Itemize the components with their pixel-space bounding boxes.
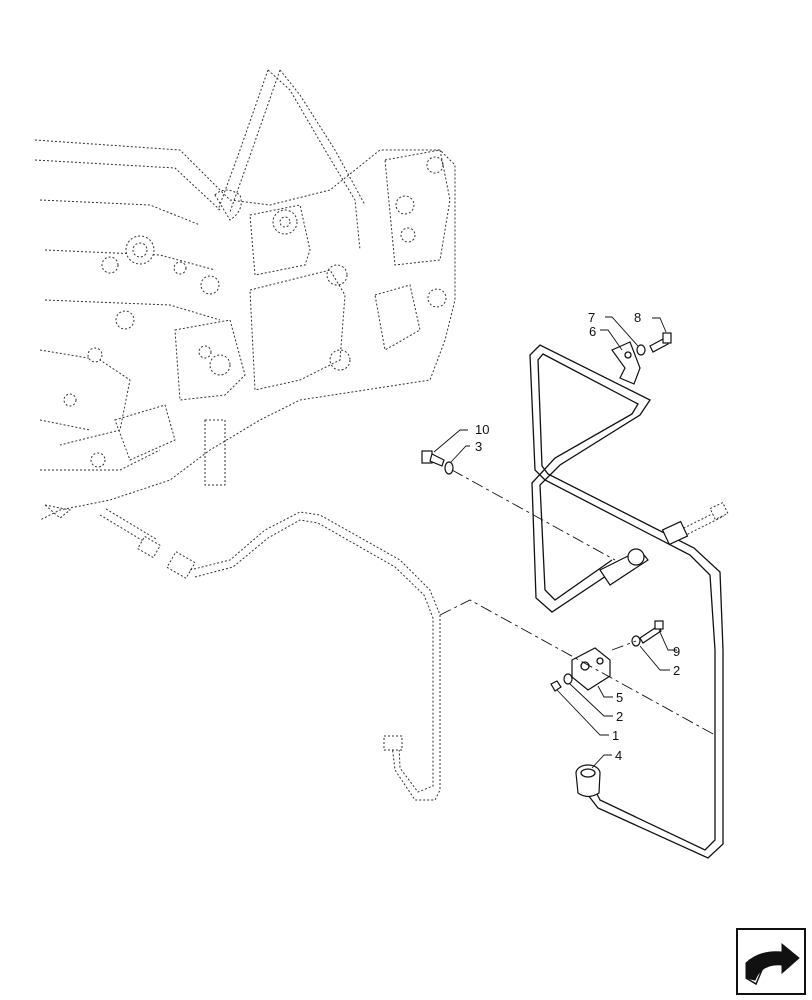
- callout-9: 9: [673, 644, 680, 659]
- leader-lines: [433, 316, 677, 769]
- callout-labels: 7 8 6 10 3 9 2 5 2 1 4: [475, 310, 680, 763]
- assembly-axes: [439, 469, 716, 736]
- nut-part-1: [550, 680, 562, 692]
- washer-part-3: [444, 461, 454, 475]
- callout-3: 3: [475, 439, 482, 454]
- callout-5: 5: [616, 690, 623, 705]
- bolt-part-10: [421, 450, 445, 467]
- callout-2-upper: 2: [673, 663, 680, 678]
- callout-7: 7: [588, 310, 595, 325]
- bolt-part-8: [649, 332, 672, 353]
- hydraulic-pipe-assembly: [529, 344, 729, 859]
- callout-10: 10: [475, 422, 489, 437]
- callout-2-lower: 2: [616, 709, 623, 724]
- bolt-part-9: [639, 620, 664, 644]
- washer-part-7: [636, 344, 646, 356]
- transmission-housing-context: [34, 69, 456, 801]
- callout-8: 8: [634, 310, 641, 325]
- callout-4: 4: [615, 748, 622, 763]
- bracket-part-6: [611, 341, 641, 385]
- clamp-part-5: [571, 647, 611, 691]
- washer-part-2-lower: [563, 673, 573, 685]
- navigation-arrow-icon[interactable]: [736, 928, 806, 995]
- callout-1: 1: [612, 728, 619, 743]
- callout-6: 6: [589, 324, 596, 339]
